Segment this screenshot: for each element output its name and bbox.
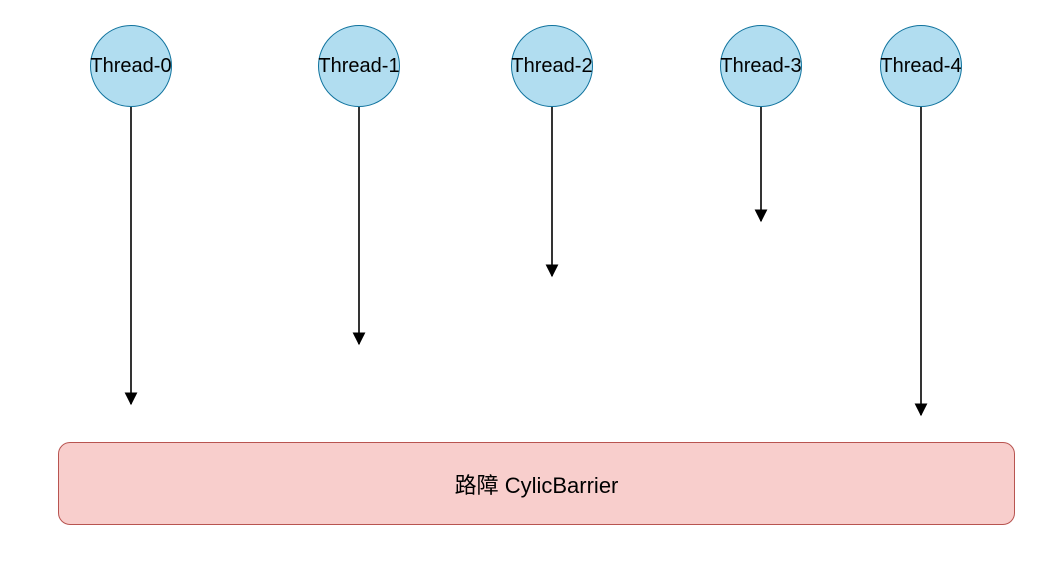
barrier-label: 路障 CylicBarrier xyxy=(454,472,619,498)
node-thread-0: Thread-0 xyxy=(90,25,172,107)
node-thread-4: Thread-4 xyxy=(880,25,962,107)
barrier-box: 路障 CylicBarrier xyxy=(58,442,1015,525)
node-label: Thread-0 xyxy=(90,55,172,77)
node-thread-2: Thread-2 xyxy=(511,25,593,107)
node-label: Thread-1 xyxy=(318,55,400,77)
node-label: Thread-3 xyxy=(720,55,802,77)
node-label: Thread-4 xyxy=(880,55,962,77)
node-label: Thread-2 xyxy=(511,55,593,77)
node-thread-1: Thread-1 xyxy=(318,25,400,107)
node-thread-3: Thread-3 xyxy=(720,25,802,107)
